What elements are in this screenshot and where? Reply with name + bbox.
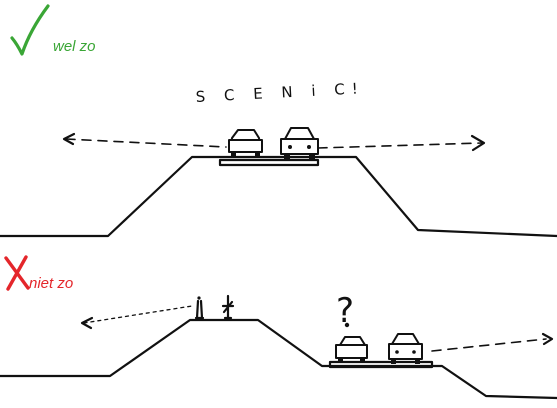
question-annotation: ? [336,291,354,331]
embankment-profile [0,155,557,238]
verdict-label-bad: niet zo [29,275,73,292]
cross-icon [4,255,30,291]
road-deck-low [328,360,434,369]
top-panel: wel zo S C E N i C! [0,4,557,238]
view-arrow-far-left [80,316,94,330]
person-icon [221,294,235,320]
view-arrow-right-low [541,332,554,346]
car-icon [335,336,368,363]
view-line-right [317,142,483,149]
question-dot [344,322,350,328]
person-icon [194,296,205,320]
checkmark-icon [10,4,50,56]
view-arrow-right [470,134,486,152]
scenic-annotation: S C E N i C! [195,79,365,106]
car-icon [388,333,423,364]
view-line-cars [431,338,547,352]
car-icon [228,129,263,158]
road-deck [218,158,320,167]
view-arrow-left [62,132,76,146]
verdict-label-good: wel zo [53,38,96,55]
view-line-left [65,138,227,148]
car-icon [280,127,319,160]
dike-profile [0,318,557,400]
view-line-figures [83,305,193,324]
bottom-panel: niet zo ? [0,255,557,400]
